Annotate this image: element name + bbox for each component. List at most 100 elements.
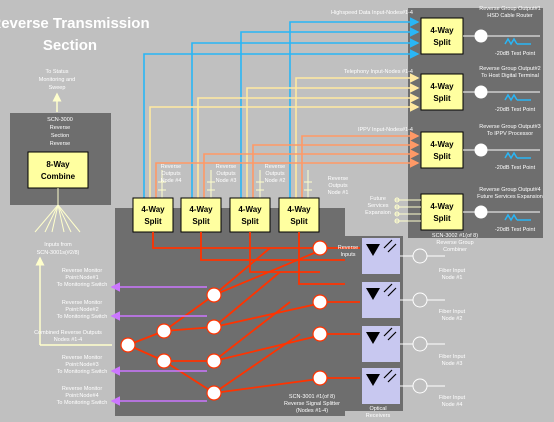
rev-out-1-b: Outputs <box>161 171 181 177</box>
scn3002-label-3: Combiner <box>443 247 467 253</box>
reverse-inputs-1: Reverse <box>338 245 358 251</box>
right-input-3: IPPV Input-Nodes#1-4 <box>358 127 413 133</box>
splitter-nodes <box>120 240 328 401</box>
test-point-symbols <box>504 37 531 222</box>
gsplit4-label-2: Split <box>433 214 451 223</box>
status-note-2: Monitoring and <box>39 77 75 83</box>
split4-label-1: 4-Way <box>287 205 311 214</box>
scn3002-label-2: Reverse Group <box>436 240 473 246</box>
scn3001-label-3: (Nodes #1-4) <box>296 408 328 414</box>
gsplit3-label-1: 4-Way <box>430 140 454 149</box>
status-note-1: To Status <box>46 69 69 75</box>
monitor-2-b: Point:Node#2 <box>65 307 98 313</box>
rev-out-1-a: Reverse <box>161 164 181 170</box>
rev-out-4-b: Outputs <box>328 183 348 189</box>
monitor-2-a: Reverse Monitor <box>62 300 103 306</box>
inputs-from-1: Inputs from <box>44 242 72 248</box>
monitor-4-c: To Monitoring Switch <box>57 400 108 406</box>
scn3001-label-1: SCN-3001 #1(of 8) <box>289 394 335 400</box>
split2-label-1: 4-Way <box>189 205 213 214</box>
optical-receivers <box>362 238 400 404</box>
gsplit2-label-1: 4-Way <box>430 82 454 91</box>
group-output-3-b: To IPPV Processor <box>487 131 533 137</box>
monitor-3-a: Reverse Monitor <box>62 355 103 361</box>
scn3001-panel <box>115 208 345 416</box>
optical-label-1: Optical <box>369 406 386 412</box>
monitor-3-c: To Monitoring Switch <box>57 369 108 375</box>
group-output-1-a: Reverse Group Output#1 <box>479 6 540 12</box>
optical-label-2: Receivers <box>366 413 391 419</box>
split2-label-2: Split <box>192 217 210 226</box>
gsplit3-label-2: Split <box>433 152 451 161</box>
rev-out-2-c: Node #3 <box>216 178 237 184</box>
scn3000-label-2: Reverse <box>50 125 70 131</box>
future-services-3: Expansion <box>365 210 391 216</box>
fiber-2-b: Node #2 <box>442 316 463 322</box>
group-output-3-a: Reverse Group Output#3 <box>479 124 540 130</box>
future-connectors <box>394 197 421 224</box>
inputs-from-2: SCN-3001s(#2/8) <box>37 250 80 256</box>
test-point-4: -20dB Test Point <box>495 227 536 233</box>
rev-out-3-c: Node #2 <box>265 178 286 184</box>
test-point-3: -20dB Test Point <box>495 165 536 171</box>
scn3000-label-4: Reverse <box>50 141 70 147</box>
scn3000-label-3: Section <box>51 133 69 139</box>
right-input-1: Highspeed Data Input-Nodes#1-4 <box>331 10 413 16</box>
monitor-2-c: To Monitoring Switch <box>57 314 108 320</box>
scn3002-label-1: SCN-3002 #1(of 8) <box>432 233 478 239</box>
gsplit1-label-1: 4-Way <box>430 26 454 35</box>
fiber-3-a: Fiber Input <box>439 354 466 360</box>
right-input-2: Telephony Input-Nodes #1-4 <box>344 69 413 75</box>
fiber-1-b: Node #1 <box>442 275 463 281</box>
reverse-output-connectors <box>158 170 312 200</box>
group-output-4-b: Future Services Expansion <box>477 194 543 200</box>
rev-out-2-b: Outputs <box>216 171 236 177</box>
combined-output-b: Nodes #1-4 <box>54 337 82 343</box>
fiber-4-b: Node #4 <box>442 402 463 408</box>
split1-label-2: Split <box>144 217 162 226</box>
gsplit1-label-2: Split <box>433 38 451 47</box>
reverse-inputs-2: Inputs <box>341 252 356 258</box>
monitor-1-b: Point:Node#1 <box>65 275 98 281</box>
combine-input-lines <box>34 188 81 233</box>
fiber-input-coils <box>400 248 445 394</box>
combine-box <box>27 151 89 189</box>
scn3001-label-2: Reverse Signal Splitter <box>284 401 340 407</box>
rev-out-1-c: Node #4 <box>161 178 182 184</box>
fiber-2-a: Fiber Input <box>439 309 466 315</box>
group-output-4-a: Reverse Group Output#4 <box>479 187 540 193</box>
rev-out-2-a: Reverse <box>216 164 236 170</box>
monitor-lines <box>110 282 207 406</box>
combine-label-2: Combine <box>41 172 76 181</box>
title-line2: Section <box>43 37 97 54</box>
test-point-1: -20dB Test Point <box>495 51 536 57</box>
group-split-boxes <box>420 17 464 231</box>
combined-output-a: Combined Reverse Outputs <box>34 330 102 336</box>
monitor-1-c: To Monitoring Switch <box>57 282 108 288</box>
combine-label-1: 8-Way <box>46 160 70 169</box>
split-output-lines <box>143 17 420 205</box>
test-point-2: -20dB Test Point <box>495 107 536 113</box>
status-note-3: Sweep <box>49 85 66 91</box>
fiber-3-b: Node #3 <box>442 361 463 367</box>
fiber-4-a: Fiber Input <box>439 395 466 401</box>
title-line1: Reverse Transmission <box>0 15 150 32</box>
split4-label-2: Split <box>290 217 308 226</box>
monitor-3-b: Point:Node#3 <box>65 362 98 368</box>
future-services-2: Services <box>367 203 388 209</box>
rev-out-3-b: Outputs <box>265 171 285 177</box>
split3-label-2: Split <box>241 217 259 226</box>
split3-label-1: 4-Way <box>238 205 262 214</box>
monitor-4-a: Reverse Monitor <box>62 386 103 392</box>
group-output-symbols <box>463 29 540 219</box>
rev-out-3-a: Reverse <box>265 164 285 170</box>
fiber-1-a: Fiber Input <box>439 268 466 274</box>
monitor-4-b: Point:Node#4 <box>65 393 98 399</box>
future-services-1: Future <box>370 196 386 202</box>
gsplit2-label-2: Split <box>433 94 451 103</box>
group-output-2-b: To Host Digital Terminal <box>481 73 539 79</box>
scn3000-label-1: SCN-3000 <box>47 117 73 123</box>
monitor-1-a: Reverse Monitor <box>62 268 103 274</box>
